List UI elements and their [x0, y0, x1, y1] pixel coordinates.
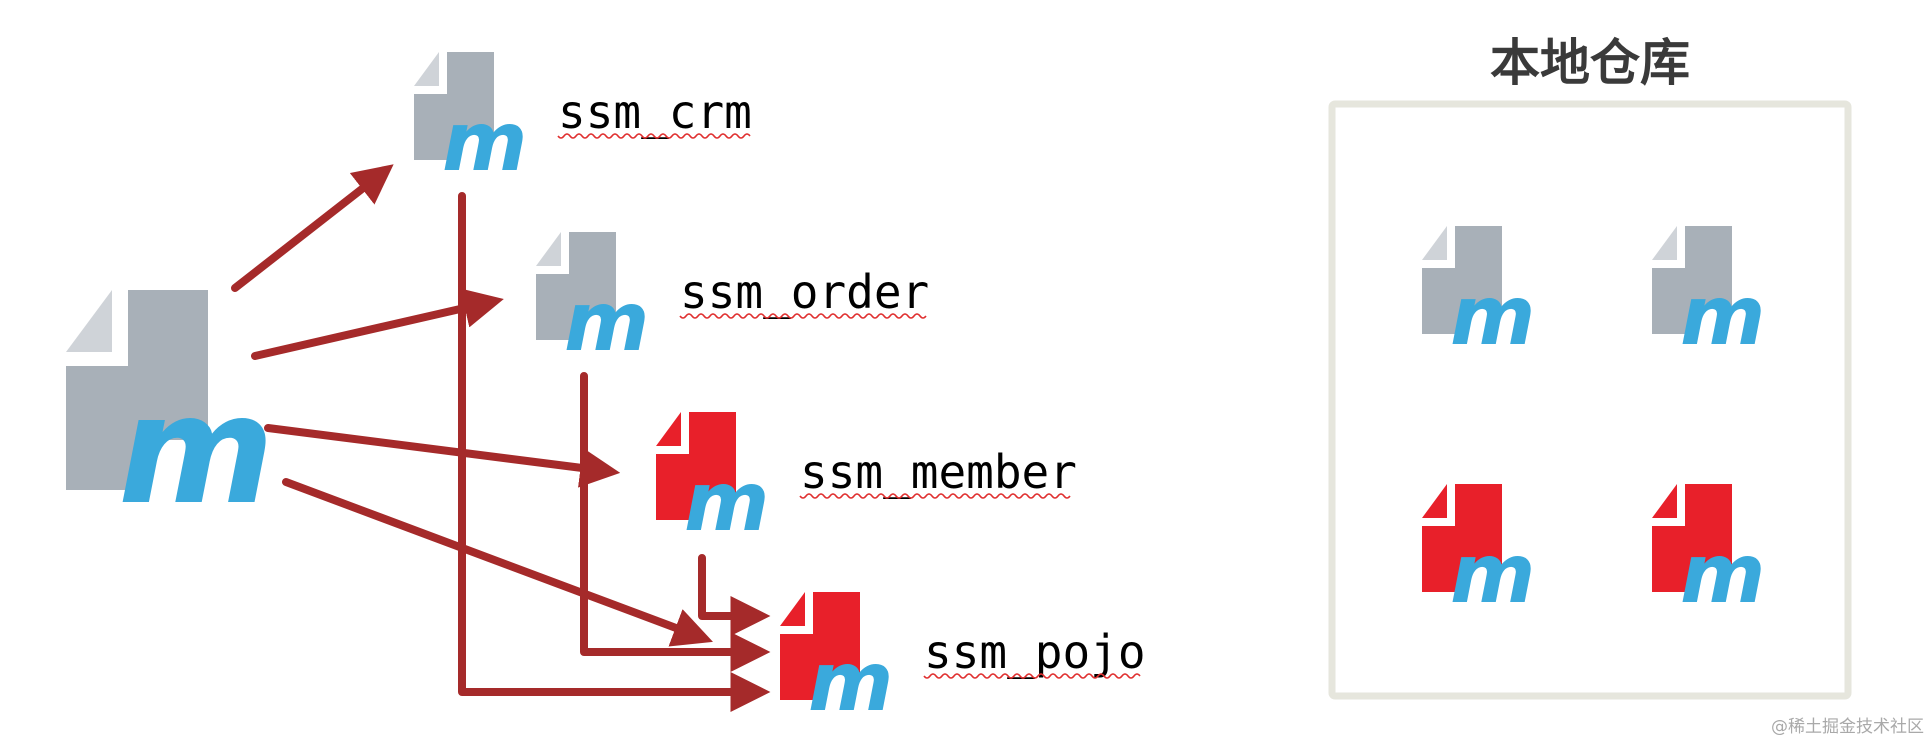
arrow-parent-to-member	[264, 424, 621, 488]
maven-m-letter: m	[118, 364, 274, 538]
local-repository-box	[1328, 100, 1852, 700]
arrow-parent-to-crm	[231, 164, 394, 292]
maven-m-letter: m	[442, 95, 527, 190]
maven-gray-icon: m	[536, 232, 649, 370]
maven-m-letter: m	[1450, 269, 1535, 364]
local-repository-title: 本地仓库	[1490, 34, 1690, 92]
maven-gray-icon: m	[414, 52, 527, 190]
maven-red-icon: m	[780, 592, 893, 730]
arrow-parent-to-pojo	[282, 478, 713, 647]
maven-gray-icon: m	[66, 290, 274, 538]
maven-m-letter: m	[684, 455, 769, 550]
maven-m-letter: m	[1680, 527, 1765, 622]
local-repository: 本地仓库 m m m m	[1328, 34, 1852, 700]
watermark: @稀土掘金技术社区	[1771, 717, 1924, 737]
maven-m-letter: m	[1680, 269, 1765, 364]
spellcheck-underline	[557, 133, 751, 139]
module-ssm-order: m ssm_order	[536, 232, 929, 370]
parent-project-icon: m	[66, 290, 274, 538]
module-ssm-crm: m ssm_crm	[414, 52, 752, 190]
maven-red-icon: m	[1652, 484, 1765, 622]
maven-m-letter: m	[1450, 527, 1535, 622]
maven-gray-icon: m	[1652, 226, 1765, 364]
spellcheck-underline	[923, 673, 1141, 679]
spellcheck-underline	[679, 313, 927, 319]
maven-gray-icon: m	[1422, 226, 1535, 364]
arrow-member-to-pojo	[698, 554, 771, 636]
maven-m-letter: m	[564, 275, 649, 370]
module-label-ssm-order: ssm_order	[680, 265, 929, 319]
module-label-ssm-member: ssm_member	[800, 445, 1077, 499]
arrow-order-to-pojo	[580, 372, 771, 672]
maven-red-icon: m	[656, 412, 769, 550]
module-label-ssm-crm: ssm_crm	[558, 85, 752, 139]
module-label-ssm-pojo: ssm_pojo	[924, 625, 1146, 679]
dependency-arrows	[231, 164, 771, 712]
maven-m-letter: m	[808, 635, 893, 730]
arrow-crm-to-pojo	[458, 192, 771, 712]
spellcheck-underline	[799, 493, 1071, 499]
maven-red-icon: m	[1422, 484, 1535, 622]
arrow-parent-to-order	[251, 288, 504, 360]
module-ssm-pojo: m ssm_pojo	[780, 592, 1146, 730]
module-ssm-member: m ssm_member	[656, 412, 1077, 550]
